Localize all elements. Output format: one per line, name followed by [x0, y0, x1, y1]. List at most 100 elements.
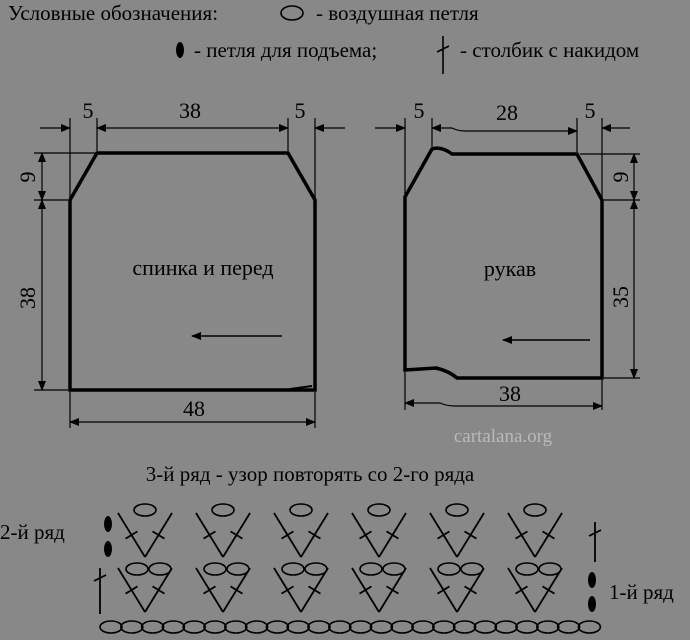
base-chain-stitch	[535, 620, 560, 634]
back-front-outline	[68, 151, 317, 392]
chain-stitch-icon	[280, 5, 304, 21]
row1-double-crochet-bar	[515, 585, 528, 595]
row1-double-crochet-bar	[386, 585, 399, 595]
sleeve-dim-top-width-label: 28	[496, 100, 518, 125]
row1-chain-stitch	[515, 562, 539, 576]
row1-edge-double-crochet	[93, 568, 107, 614]
row1-double-crochet-bar	[464, 585, 477, 595]
row1-chain-stitch	[437, 562, 461, 576]
row1-chain-stitch	[125, 562, 149, 576]
base-chain-stitch	[99, 620, 123, 634]
row1-turning-chain-icon	[588, 572, 596, 588]
legend: Условные обозначения: - воздушная петля …	[8, 1, 639, 74]
row2-edge-double-crochet	[588, 522, 602, 562]
dim-right-edge-label: 5	[295, 98, 306, 123]
row2-turning-chain-icon	[104, 541, 112, 557]
row1-double-crochet-bar	[542, 585, 555, 595]
base-chain-stitch	[307, 620, 331, 634]
base-chain-stitch	[556, 620, 581, 634]
row2-double-crochet-bar	[203, 530, 216, 540]
row2-double-crochet-bar	[437, 530, 450, 540]
back-front-end-mark	[289, 385, 313, 390]
row2-chain-stitch	[289, 503, 313, 517]
row1-double-crochet-bar	[437, 585, 450, 595]
turning-stitch-icon	[176, 42, 184, 58]
legend-chain-label: - воздушная петля	[316, 1, 479, 25]
row2-double-crochet-bar	[515, 530, 528, 540]
base-chain-stitch	[224, 620, 248, 634]
row2-double-crochet-bar	[386, 530, 399, 540]
row1-double-crochet-bar	[281, 585, 294, 595]
row2-double-crochet-bar	[542, 530, 555, 540]
base-chain-stitch	[161, 620, 186, 634]
row2-double-crochet-bar	[125, 530, 138, 540]
row2-label: 2-й ряд	[0, 520, 65, 544]
base-chain-stitch	[494, 620, 519, 634]
dim-shoulder-label: 9	[15, 172, 40, 183]
row1-chain-stitch	[203, 562, 227, 576]
legend-title: Условные обозначения:	[8, 1, 218, 25]
base-chain-stitch	[411, 620, 435, 634]
back-front-schematic: спинка и перед 5 38 5 9 38 48	[15, 98, 345, 428]
base-chain-stitch	[390, 620, 415, 634]
sleeve-outline	[403, 146, 604, 380]
row1-chain-stitch	[304, 562, 328, 576]
row2-chain-stitch	[367, 503, 391, 517]
double-crochet-icon	[436, 36, 450, 74]
base-chain-stitch	[286, 620, 311, 634]
legend-turning-label: - петля для подъема;	[194, 38, 377, 62]
row2-double-crochet-bar	[308, 530, 321, 540]
base-chain-stitch	[203, 620, 227, 634]
row2-double-crochet-bar	[152, 530, 165, 540]
row2-double-crochet-bar	[230, 530, 243, 540]
row2-double-crochet-bar	[464, 530, 477, 540]
row2-chain-stitch	[523, 503, 547, 517]
base-chain-stitch	[431, 620, 456, 634]
base-chain-stitch	[327, 620, 352, 634]
row1-chain-stitch	[281, 562, 305, 576]
base-chain-stitch	[452, 620, 477, 634]
base-chain-stitch	[120, 620, 144, 634]
row1-label: 1-й ряд	[609, 580, 674, 604]
base-chain-stitch	[369, 620, 394, 634]
base-chain-stitch	[515, 620, 539, 634]
sleeve-dim-bottom-width-label: 38	[499, 381, 521, 406]
row1-chain-stitch	[226, 562, 250, 576]
base-chain-stitch	[577, 620, 602, 634]
sleeve-dim-cap-label: 9	[608, 172, 633, 183]
sleeve-dim-top-width-line	[431, 124, 578, 135]
row2-double-crochet-bar	[281, 530, 294, 540]
row2-chain-stitch	[133, 503, 157, 517]
dim-height-label: 38	[15, 287, 40, 309]
sleeve-schematic: рукав 5 28 5 9 35 38	[375, 98, 640, 410]
row1-chain-stitch	[359, 562, 383, 576]
row1-chain-stitch	[460, 562, 484, 576]
base-chain-stitch	[140, 620, 165, 634]
row2-double-crochet-bar	[359, 530, 372, 540]
dim-bottom-width-label: 48	[183, 396, 205, 421]
sleeve-dim-right-edge-label: 5	[585, 98, 596, 123]
chart-title: 3-й ряд - узор повторять со 2-го ряда	[146, 462, 475, 486]
watermark: cartalana.org	[454, 426, 553, 447]
row2-chain-stitch	[445, 503, 469, 517]
row1-double-crochet-bar	[308, 585, 321, 595]
base-chain-stitch	[473, 620, 498, 634]
dim-left-edge-label: 5	[83, 98, 94, 123]
row1-turning-chain-icon	[588, 596, 596, 612]
row1-chain-stitch	[148, 562, 172, 576]
base-chain-stitch	[244, 620, 269, 634]
back-front-label: спинка и перед	[132, 255, 273, 280]
sleeve-dim-bottom-width-line	[404, 399, 603, 410]
base-chain-stitch	[348, 620, 373, 634]
base-chain-stitch	[182, 620, 206, 634]
sleeve-dim-left-edge-label: 5	[414, 98, 425, 123]
row2-turning-chain-icon	[104, 516, 112, 532]
row1-double-crochet-bar	[152, 585, 165, 595]
stitch-chart	[99, 503, 602, 634]
row1-double-crochet-bar	[359, 585, 372, 595]
legend-dc-label: - столбик с накидом	[460, 38, 639, 62]
sleeve-dim-height-label: 35	[608, 286, 633, 308]
sleeve-label: рукав	[484, 256, 536, 281]
